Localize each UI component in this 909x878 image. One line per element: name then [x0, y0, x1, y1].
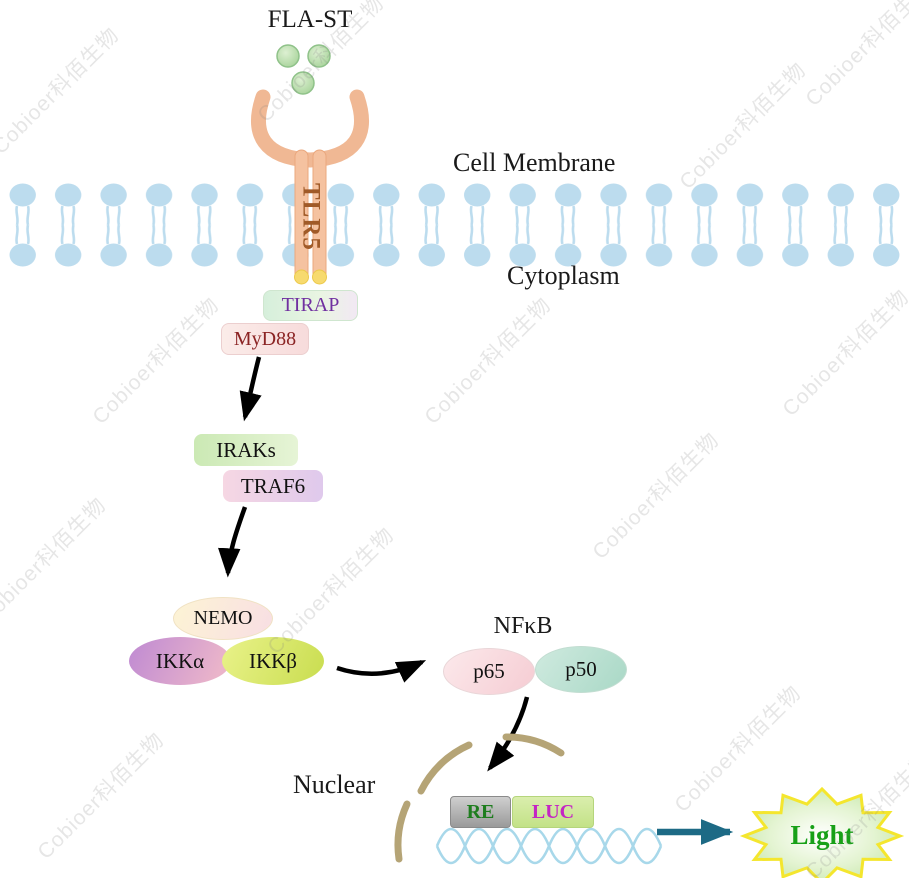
response-element-box: RE — [450, 796, 511, 828]
light-starburst — [739, 786, 905, 878]
arrow-traf6-to-ikk — [218, 506, 248, 578]
arrow-ikk-to-nfkb — [336, 659, 427, 683]
ikk-alpha-subunit: IKKα — [129, 637, 231, 685]
cell-membrane-label: Cell Membrane — [453, 148, 616, 177]
dna-strand-2 — [435, 827, 663, 865]
cytoplasm-label: Cytoplasm — [507, 261, 620, 290]
iraks-node: IRAKs — [194, 434, 298, 466]
arrow-myd88-to-iraks — [239, 356, 262, 422]
p50-subunit: p50 — [535, 646, 627, 693]
p65-subunit: p65 — [443, 648, 535, 695]
cell-membrane-bilayer — [0, 182, 909, 268]
luciferase-box: LUC — [512, 796, 594, 828]
receptor-anchor-dot-left — [294, 269, 309, 285]
nuclear-envelope-arc — [417, 741, 473, 795]
ligand-molecule — [291, 71, 315, 95]
nuclear-envelope-arc — [394, 800, 411, 863]
nemo-subunit: NEMO — [173, 597, 273, 640]
ligand-molecule — [307, 44, 331, 68]
ligand-label: FLA-ST — [267, 6, 353, 33]
ligand-molecule — [276, 44, 300, 68]
tirap-adapter: TIRAP — [263, 290, 358, 321]
nuclear-envelope-arc — [502, 733, 565, 757]
myd88-adapter: MyD88 — [221, 323, 309, 355]
traf6-node: TRAF6 — [223, 470, 323, 502]
nuclear-label: Nuclear — [293, 770, 376, 799]
receptor-label: TLR5 — [297, 183, 325, 251]
light-label: Light — [790, 820, 854, 850]
tlr5-receptor-ectodomain — [251, 89, 369, 168]
arrow-nfkb-to-nucleus — [487, 696, 530, 772]
ikk-beta-subunit: IKKβ — [222, 637, 324, 685]
receptor-anchor-dot-right — [312, 269, 327, 285]
nfkb-label: NFκB — [493, 613, 553, 639]
